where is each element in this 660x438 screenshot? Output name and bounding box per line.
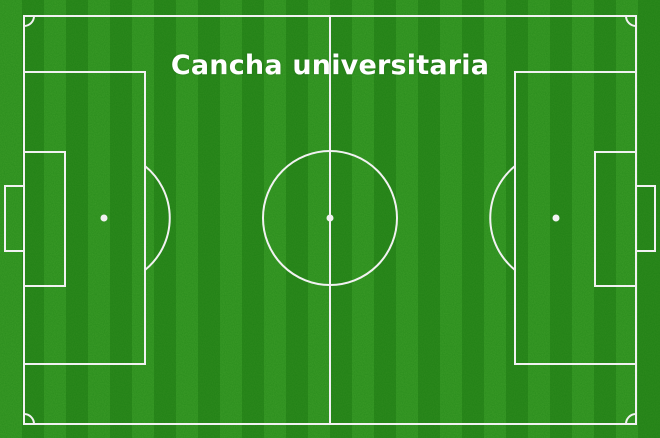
- corner-arc-bottom-left: [23, 413, 35, 425]
- left-penalty-spot: [100, 214, 108, 222]
- corner-arc-top-left: [23, 15, 35, 27]
- corner-arc-top-right: [625, 15, 637, 27]
- center-circle: [262, 150, 398, 286]
- field-title: Cancha universitaria: [170, 50, 490, 81]
- left-goal: [4, 185, 25, 252]
- corner-arc-bottom-right: [625, 413, 637, 425]
- right-goal: [635, 185, 656, 252]
- left-penalty-arc: [144, 165, 171, 271]
- field-spots: [100, 214, 560, 222]
- center-spot: [326, 214, 334, 222]
- right-penalty-spot: [552, 214, 560, 222]
- white-lines: [4, 15, 656, 425]
- right-penalty-arc: [489, 165, 516, 271]
